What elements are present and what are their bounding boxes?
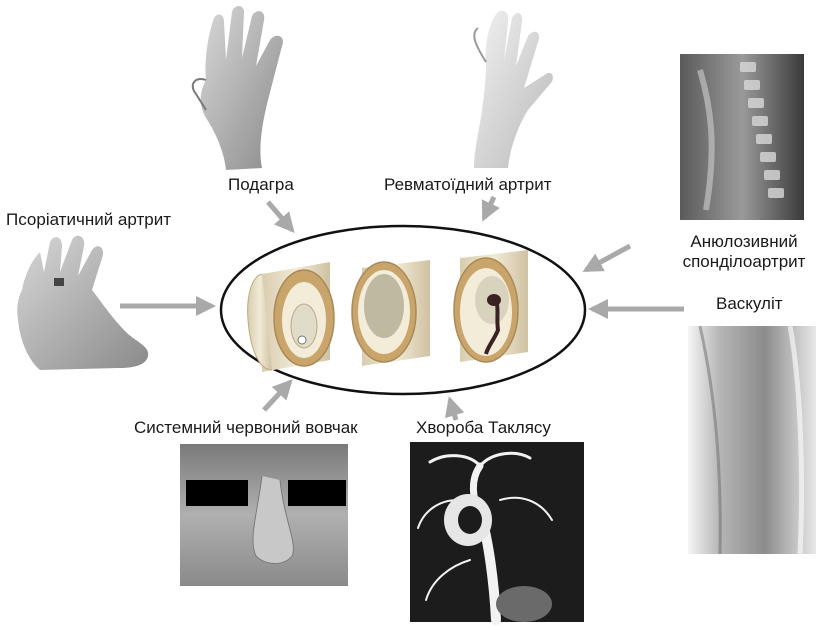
- arrow-lupus: [264, 382, 290, 410]
- label-rheumatoid-arthritis: Ревматоїдний артрит: [384, 175, 552, 195]
- label-vasculitis: Васкуліт: [716, 294, 783, 314]
- rheumatoid-hand-photo: [474, 11, 553, 168]
- arrow-takayasu: [450, 400, 456, 420]
- psoriatic-hand-photo: [17, 236, 148, 370]
- label-psoriatic-arthritis: Псоріатичний артрит: [6, 210, 171, 230]
- gout-hand-photo: [193, 6, 283, 170]
- label-ankylosing-spondylitis: Анюлозивний спонділоартрит: [676, 232, 812, 273]
- arrow-rheumatoid: [484, 197, 494, 218]
- vessel-cross-section-3: [454, 250, 528, 362]
- lupus-face-photo: [180, 444, 348, 586]
- arrow-ankylosing: [586, 246, 630, 270]
- spine-mri-photo: [680, 54, 804, 220]
- label-gout: Подагра: [228, 175, 294, 195]
- vessel-cross-section-1: [248, 262, 334, 372]
- label-ankylosing-spondylitis-line2: спонділоартрит: [676, 252, 812, 272]
- vessel-cross-section-2: [352, 260, 430, 366]
- vasculitis-leg-photo: [688, 326, 816, 554]
- label-ankylosing-spondylitis-line1: Анюлозивний: [676, 232, 812, 252]
- label-lupus: Системний червоний вовчак: [134, 418, 358, 438]
- label-takayasu: Хвороба Таклясу: [416, 418, 551, 438]
- takayasu-angiogram-photo: [410, 442, 584, 622]
- arrow-gout: [268, 202, 292, 230]
